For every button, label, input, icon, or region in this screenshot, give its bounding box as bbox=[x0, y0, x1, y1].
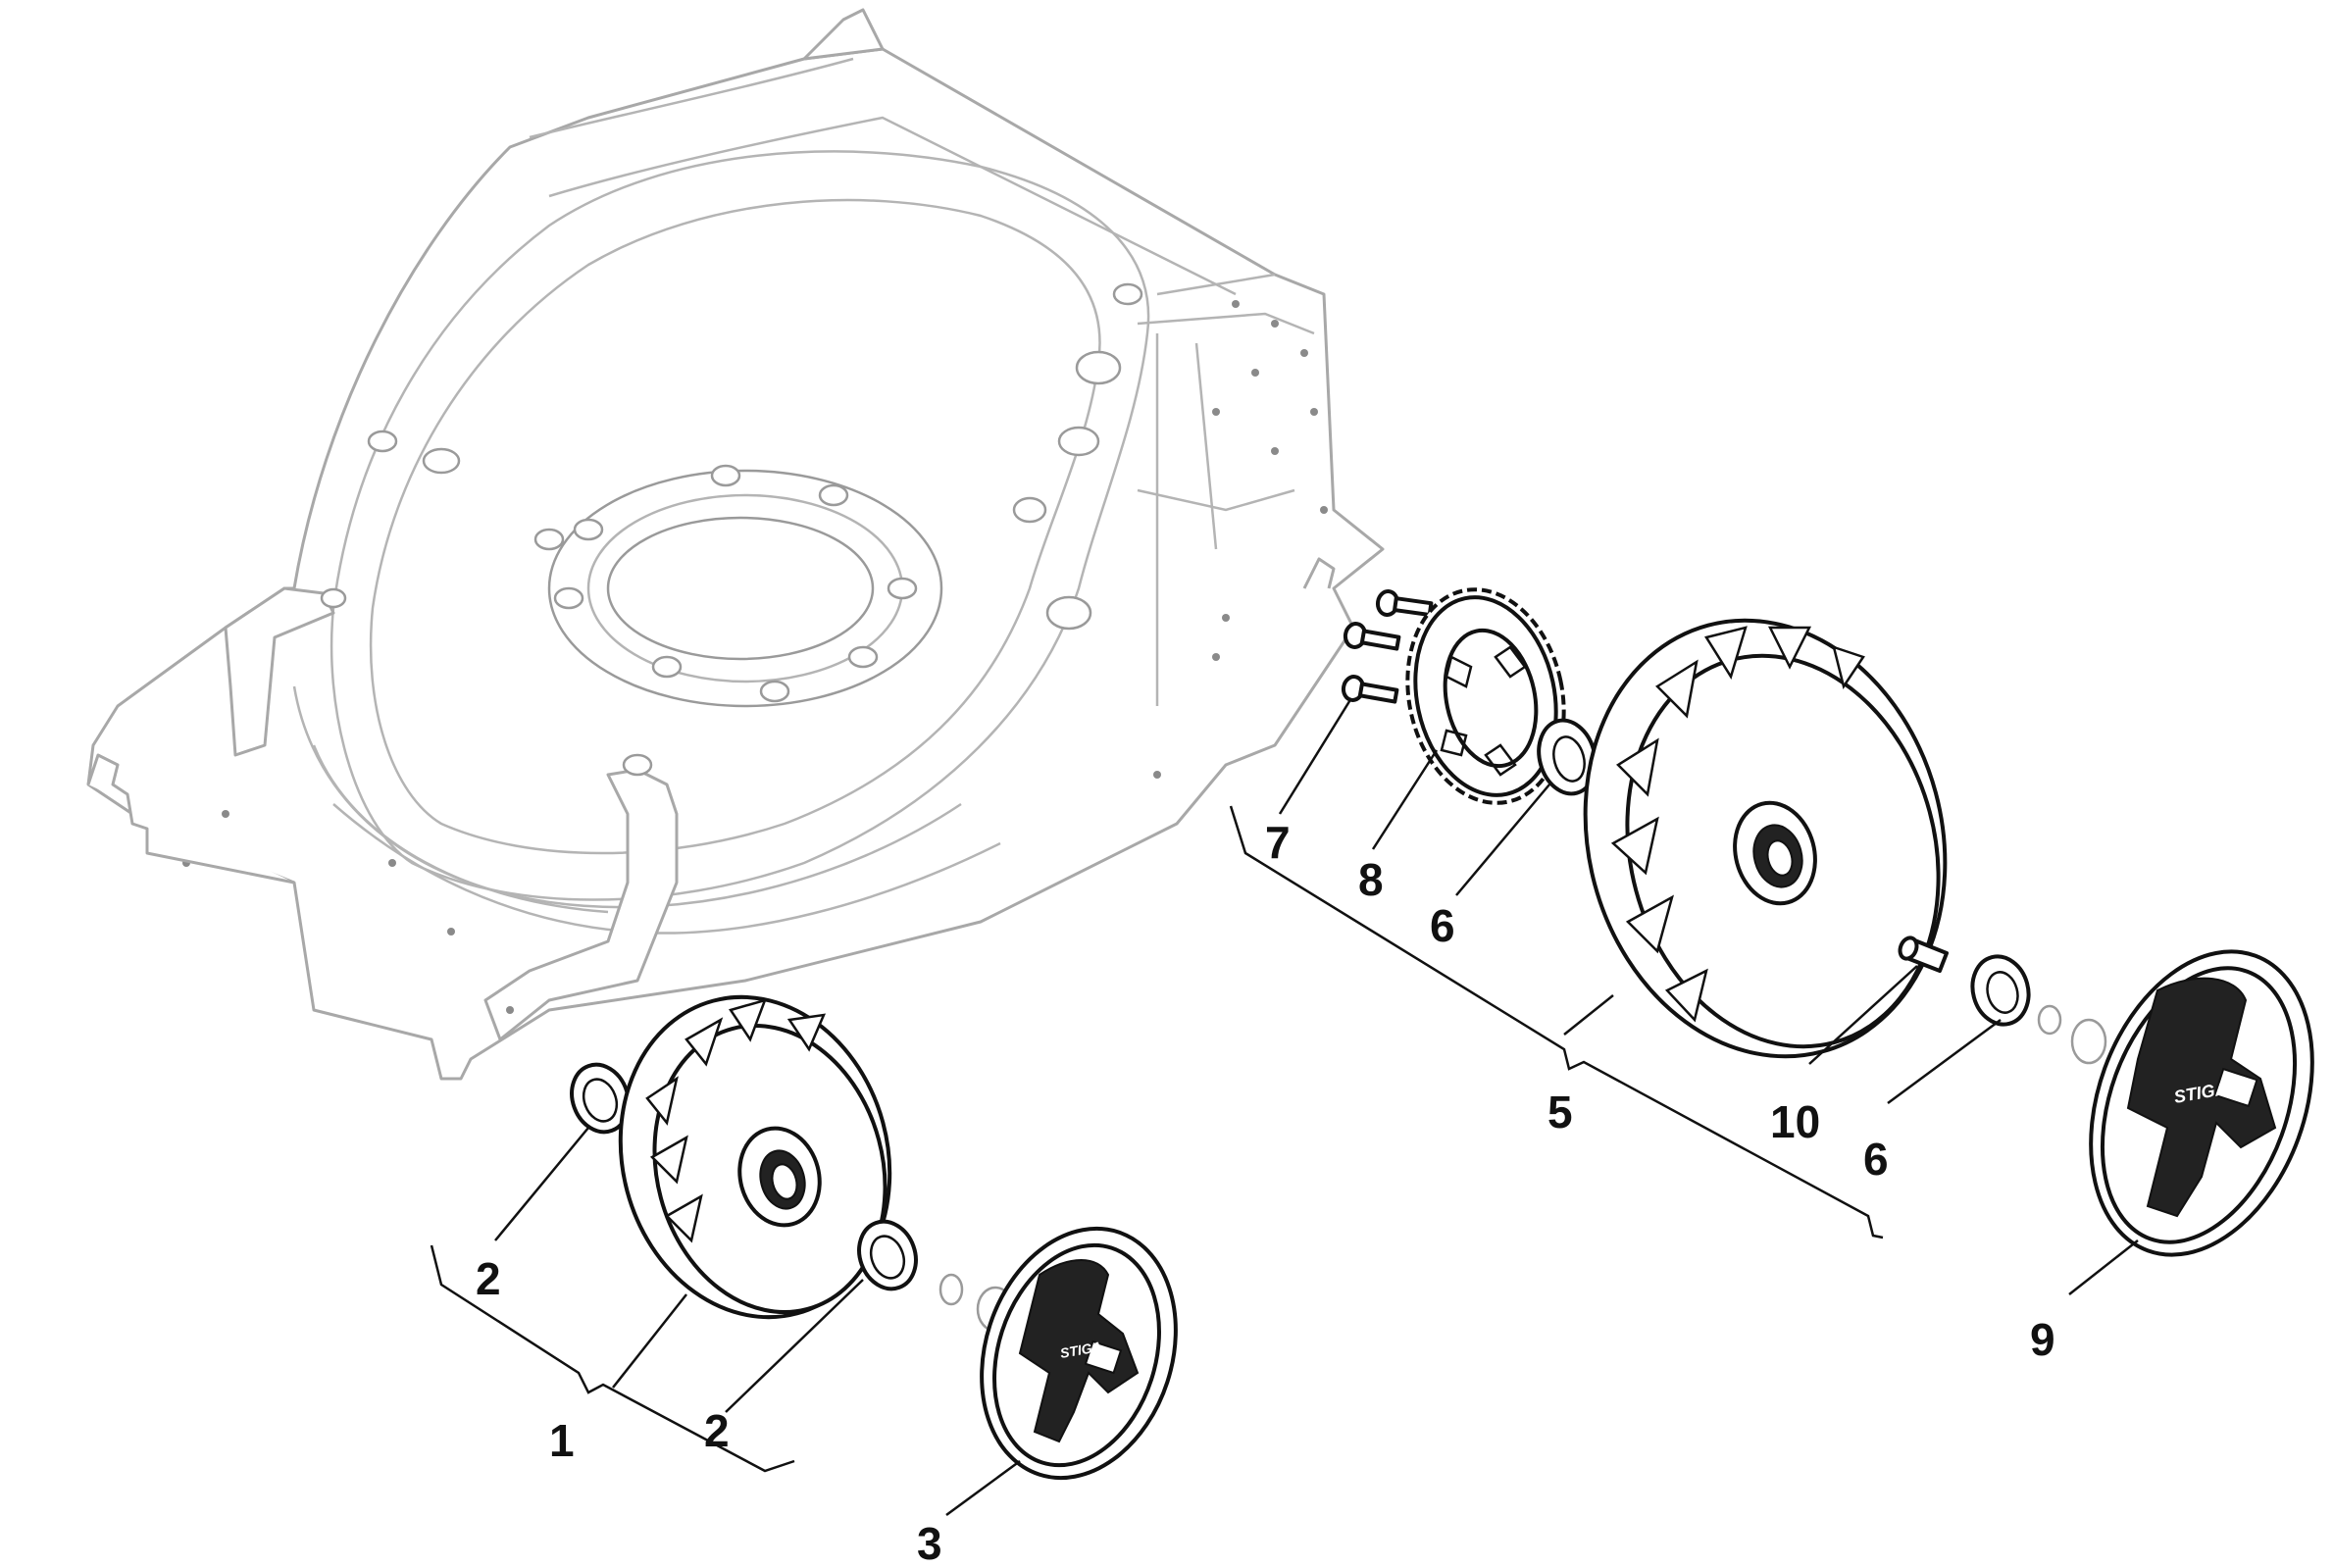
rear-hubcap: STIGA bbox=[2089, 949, 2314, 1257]
front-wheel bbox=[618, 994, 892, 1320]
rear-washer-nut bbox=[2037, 1004, 2107, 1065]
deck-bolts bbox=[320, 282, 1143, 777]
callout-8: 8 bbox=[1358, 854, 1384, 905]
bearing-right bbox=[857, 1219, 918, 1291]
mower-deck bbox=[86, 8, 1385, 1081]
callout-2-right: 2 bbox=[704, 1405, 730, 1456]
gear-ring bbox=[1405, 587, 1566, 805]
callout-7: 7 bbox=[1265, 817, 1291, 868]
screws bbox=[1341, 589, 1434, 704]
front-hubcap: STIGA bbox=[980, 1226, 1178, 1481]
front-wheel-assembly: STIGA bbox=[570, 994, 1178, 1481]
callout-5: 5 bbox=[1547, 1087, 1573, 1138]
callout-10: 10 bbox=[1770, 1096, 1820, 1147]
callout-6-lower: 6 bbox=[1863, 1134, 1889, 1185]
callouts: 1 2 2 3 5 6 6 7 8 9 10 bbox=[476, 817, 2055, 1568]
front-hubcap-logo: STIGA bbox=[1059, 1339, 1103, 1361]
callout-3: 3 bbox=[917, 1518, 942, 1568]
leader-lines bbox=[430, 697, 2139, 1517]
spacer-tube bbox=[1898, 936, 1949, 973]
deck-rivets bbox=[182, 300, 1328, 1014]
bearing-rear-outer bbox=[1970, 954, 2031, 1027]
bearing-left bbox=[570, 1062, 631, 1135]
callout-2-left: 2 bbox=[476, 1253, 501, 1304]
callout-9: 9 bbox=[2030, 1314, 2055, 1365]
rear-wheel-assembly: STIGA bbox=[1341, 587, 2314, 1257]
rear-wheel bbox=[1583, 618, 1948, 1059]
callout-1: 1 bbox=[549, 1415, 575, 1466]
callout-6-upper: 6 bbox=[1430, 900, 1455, 951]
